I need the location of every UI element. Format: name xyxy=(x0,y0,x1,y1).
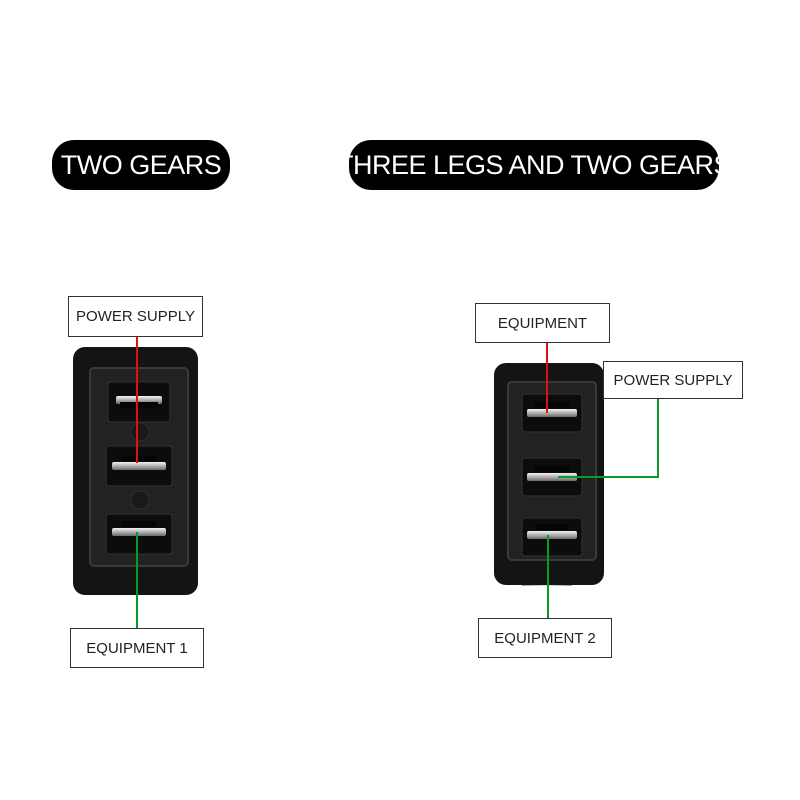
left-terminal-2 xyxy=(105,445,173,487)
three-legs-two-gears-heading: THREE LEGS AND TWO GEARS xyxy=(337,140,732,190)
left-terminal-3 xyxy=(105,513,173,555)
equipment-2-label: EQUIPMENT 2 xyxy=(478,618,612,658)
right-power-supply-label: POWER SUPPLY xyxy=(603,361,743,399)
left-terminal-1 xyxy=(107,381,171,423)
right-green-wire-power xyxy=(558,398,659,478)
right-rocker-switch xyxy=(494,363,604,586)
equipment-1-label: EQUIPMENT 1 xyxy=(70,628,204,668)
two-gears-heading: TWO GEARS xyxy=(52,140,230,190)
right-terminal-2 xyxy=(521,457,583,497)
right-terminal-1 xyxy=(521,393,583,433)
right-terminal-3 xyxy=(521,517,583,557)
left-rocker-switch xyxy=(73,347,198,595)
right-equipment-label: EQUIPMENT xyxy=(475,303,610,343)
left-power-supply-label: POWER SUPPLY xyxy=(68,296,203,337)
